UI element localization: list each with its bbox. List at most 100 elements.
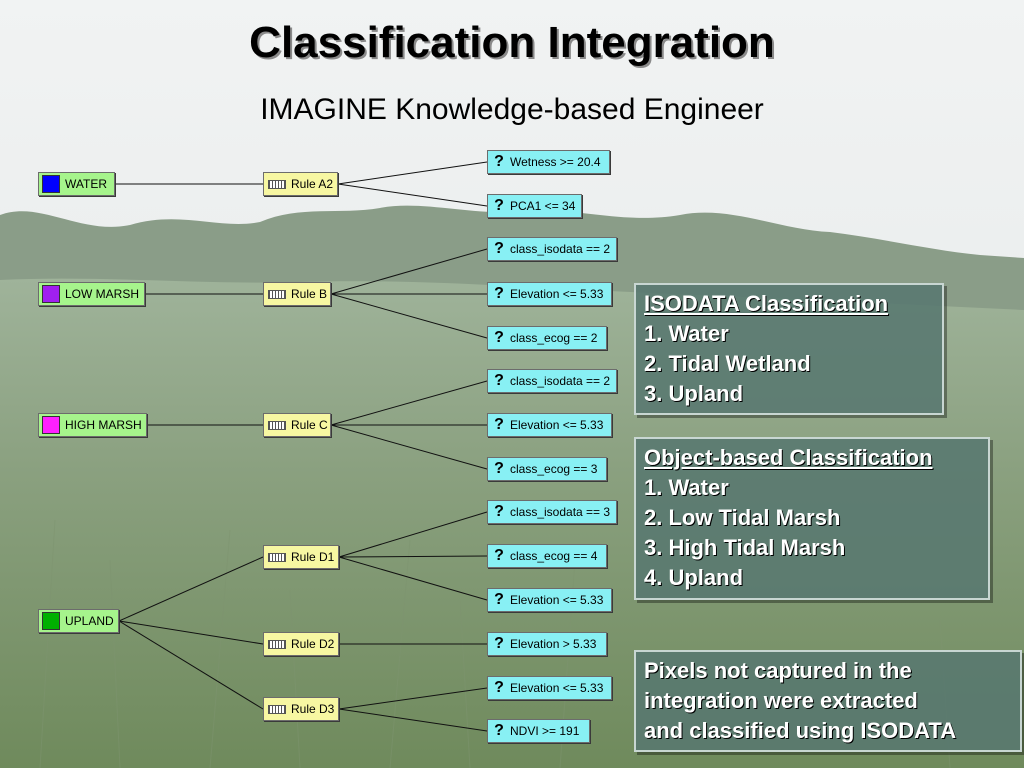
rule-node-label: Rule D1: [291, 550, 335, 564]
condition-node-label: Elevation <= 5.33: [510, 287, 604, 301]
class-color-swatch: [42, 612, 60, 630]
rule-node-label: Rule B: [291, 287, 328, 301]
isodata-item: 1. Water: [644, 321, 729, 346]
class-node-label: UPLAND: [65, 614, 114, 628]
class-node-water[interactable]: WATER: [38, 172, 115, 196]
condition-node-label: Elevation <= 5.33: [510, 418, 604, 432]
condition-node-c6[interactable]: ? class_isodata == 2: [487, 369, 617, 393]
isodata-item: 3. Upland: [644, 381, 744, 406]
pixels-note-box: Pixels not captured in the integration w…: [634, 650, 1022, 752]
connector-rd1-c11: [338, 556, 488, 601]
note-line: integration were extracted: [644, 688, 918, 713]
condition-node-c13[interactable]: ? Elevation <= 5.33: [487, 676, 612, 700]
class-node-upland[interactable]: UPLAND: [38, 609, 119, 633]
isodata-heading: ISODATA Classification: [644, 291, 889, 316]
rule-node-rd1[interactable]: Rule D1: [263, 545, 339, 569]
condition-node-label: Elevation <= 5.33: [510, 681, 604, 695]
condition-node-label: class_isodata == 3: [510, 505, 611, 519]
connector-rb-c5: [330, 293, 488, 339]
question-mark-icon: ?: [494, 197, 504, 214]
question-mark-icon: ?: [494, 240, 504, 257]
rule-node-rd3[interactable]: Rule D3: [263, 697, 339, 721]
connector-upland-rd1: [118, 556, 264, 622]
question-mark-icon: ?: [494, 503, 504, 520]
condition-node-c14[interactable]: ? NDVI >= 191: [487, 719, 590, 743]
class-node-label: LOW MARSH: [65, 287, 140, 301]
condition-node-c2[interactable]: ? PCA1 <= 34: [487, 194, 582, 218]
rule-node-label: Rule D2: [291, 637, 335, 651]
condition-node-c5[interactable]: ? class_ecog == 2: [487, 326, 607, 350]
class-color-swatch: [42, 175, 60, 193]
condition-node-c3[interactable]: ? class_isodata == 2: [487, 237, 617, 261]
object-based-classification-box: Object-based Classification 1. Water 2. …: [634, 437, 990, 600]
question-mark-icon: ?: [494, 329, 504, 346]
condition-node-label: NDVI >= 191: [510, 724, 580, 738]
condition-node-c9[interactable]: ? class_isodata == 3: [487, 500, 617, 524]
connector-rd1-c9: [338, 511, 488, 558]
connector-ra2-c2: [337, 183, 488, 207]
class-color-swatch: [42, 416, 60, 434]
question-mark-icon: ?: [494, 460, 504, 477]
object-based-heading: Object-based Classification: [644, 445, 933, 470]
condition-node-label: class_ecog == 3: [510, 462, 598, 476]
condition-node-label: Elevation > 5.33: [510, 637, 597, 651]
rule-node-label: Rule A2: [291, 177, 334, 191]
rule-node-rc[interactable]: Rule C: [263, 413, 331, 437]
condition-node-label: Wetness >= 20.4: [510, 155, 601, 169]
class-node-label: WATER: [65, 177, 107, 191]
object-based-item: 1. Water: [644, 475, 729, 500]
condition-node-c11[interactable]: ?Elevation <= 5.33: [487, 588, 612, 612]
condition-node-c8[interactable]: ? class_ecog == 3: [487, 457, 607, 481]
connector-upland-rd2: [118, 620, 264, 645]
connector-rd3-c13: [338, 687, 488, 710]
rule-icon: [268, 639, 286, 649]
condition-node-c4[interactable]: ? Elevation <= 5.33: [487, 282, 612, 306]
object-based-item: 2. Low Tidal Marsh: [644, 505, 841, 530]
condition-node-label: class_isodata == 2: [510, 374, 611, 388]
isodata-classification-box: ISODATA Classification 1. Water 2. Tidal…: [634, 283, 944, 415]
condition-node-c1[interactable]: ? Wetness >= 20.4: [487, 150, 610, 174]
condition-node-c7[interactable]: ? Elevation <= 5.33: [487, 413, 612, 437]
question-mark-icon: ?: [494, 591, 504, 608]
condition-node-c12[interactable]: ? Elevation > 5.33: [487, 632, 607, 656]
condition-node-label: PCA1 <= 34: [510, 199, 576, 213]
class-node-high[interactable]: HIGH MARSH: [38, 413, 147, 437]
condition-node-label: class_isodata == 2: [510, 242, 611, 256]
question-mark-icon: ?: [494, 285, 504, 302]
condition-node-c10[interactable]: ? class_ecog == 4: [487, 544, 607, 568]
note-line: Pixels not captured in the: [644, 658, 912, 683]
rule-icon: [268, 289, 286, 299]
object-based-item: 4. Upland: [644, 565, 744, 590]
connector-rb-c3: [330, 248, 488, 295]
question-mark-icon: ?: [494, 372, 504, 389]
rule-icon: [268, 704, 286, 714]
connector-rc-c6: [330, 380, 488, 426]
slide-title: Classification Integration: [249, 18, 775, 67]
rule-node-label: Rule D3: [291, 702, 335, 716]
note-line: and classified using ISODATA: [644, 718, 957, 743]
class-node-low[interactable]: LOW MARSH: [38, 282, 145, 306]
question-mark-icon: ?: [494, 547, 504, 564]
connector-upland-rd3: [118, 620, 264, 710]
question-mark-icon: ?: [494, 679, 504, 696]
object-based-item: 3. High Tidal Marsh: [644, 535, 846, 560]
rule-icon: [268, 420, 286, 430]
class-node-label: HIGH MARSH: [65, 418, 142, 432]
condition-node-label: class_ecog == 4: [510, 549, 598, 563]
rule-node-rd2[interactable]: Rule D2: [263, 632, 339, 656]
question-mark-icon: ?: [494, 416, 504, 433]
rule-node-label: Rule C: [291, 418, 328, 432]
connector-rc-c8: [330, 424, 488, 470]
question-mark-icon: ?: [494, 153, 504, 170]
rule-node-ra2[interactable]: Rule A2: [263, 172, 338, 196]
rule-node-rb[interactable]: Rule B: [263, 282, 331, 306]
rule-icon: [268, 179, 286, 189]
question-mark-icon: ?: [494, 635, 504, 652]
condition-node-label: class_ecog == 2: [510, 331, 598, 345]
question-mark-icon: ?: [494, 722, 504, 739]
connector-ra2-c1: [337, 161, 488, 185]
connector-rd3-c14: [338, 708, 488, 732]
class-color-swatch: [42, 285, 60, 303]
connector-rd1-c10: [338, 555, 488, 558]
slide-subtitle: IMAGINE Knowledge-based Engineer: [260, 93, 764, 126]
